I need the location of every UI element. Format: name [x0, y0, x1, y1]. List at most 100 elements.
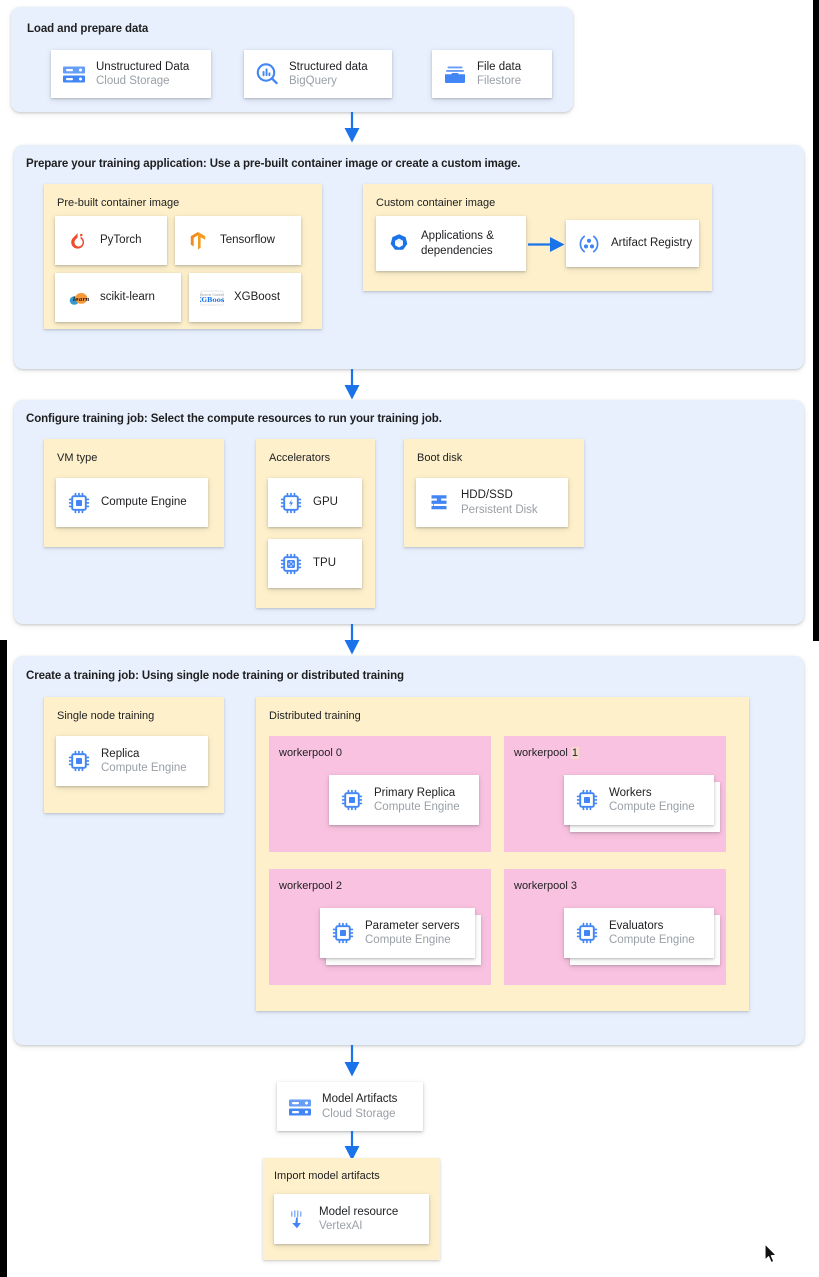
mouse-cursor: [764, 1243, 777, 1264]
card-title: HDD/SSD: [461, 489, 513, 502]
compute-engine-icon: [330, 920, 356, 946]
scikit-learn-icon: [65, 285, 91, 311]
pool-label-prefix: workerpool: [279, 880, 336, 892]
pool-label-prefix: workerpool: [514, 747, 571, 759]
card-gpu[interactable]: GPU: [268, 478, 362, 527]
card-applications-dependencies[interactable]: Applications & dependencies: [376, 216, 526, 271]
bigquery-icon: [254, 61, 280, 87]
card-title: GPU: [313, 496, 338, 509]
card-title: Evaluators: [609, 919, 664, 932]
card-subtitle: Compute Engine: [374, 801, 460, 813]
compute-engine-icon: [66, 748, 92, 774]
stage-title: Prepare your training application: Use a…: [26, 158, 521, 170]
group-pre-built-container-image: Pre-built container image PyTorch Tensor…: [44, 184, 322, 329]
card-title: Artifact Registry: [611, 237, 693, 250]
stage-prepare-training-application: Prepare your training application: Use a…: [14, 145, 804, 369]
compute-engine-icon: [339, 787, 365, 813]
pool-title: workerpool 0: [279, 747, 342, 759]
group-vm-type: VM type Compute Engine: [44, 439, 224, 547]
left-edge-band: [0, 640, 7, 1277]
card-artifact-registry[interactable]: Artifact Registry: [566, 220, 699, 267]
card-title: TPU: [313, 557, 336, 570]
card-subtitle: VertexAI: [319, 1220, 363, 1232]
card-title: Tensorflow: [220, 234, 275, 247]
card-file-data[interactable]: File data Filestore: [432, 50, 552, 98]
card-tensorflow[interactable]: Tensorflow: [175, 216, 301, 265]
group-accelerators: Accelerators GPU TPU: [256, 439, 375, 608]
tpu-icon: [278, 551, 304, 577]
group-title: Pre-built container image: [57, 197, 180, 209]
card-compute-engine[interactable]: Compute Engine: [56, 478, 208, 527]
card-tpu[interactable]: TPU: [268, 539, 362, 588]
card-title: XGBoost: [234, 291, 281, 304]
card-subtitle: Cloud Storage: [322, 1107, 396, 1120]
card-title: Unstructured Data: [96, 60, 190, 73]
card-title: scikit-learn: [100, 291, 155, 304]
pool-title: workerpool 3: [514, 880, 577, 892]
card-title: Structured data: [289, 60, 368, 73]
pool-workerpool-2: workerpool 2 Parameter servers Compute E…: [269, 869, 491, 985]
card-structured-data[interactable]: Structured data BigQuery: [244, 50, 392, 98]
card-unstructured-data[interactable]: Unstructured Data Cloud Storage: [51, 50, 211, 98]
group-title: Import model artifacts: [274, 1170, 380, 1182]
card-parameter-servers[interactable]: Parameter servers Compute Engine: [320, 908, 475, 958]
card-subtitle: Cloud Storage: [96, 75, 170, 87]
pool-workerpool-1: workerpool 1 Workers Compute Engine: [504, 736, 726, 852]
right-edge-band: [813, 0, 819, 641]
pool-label-index-highlighted: 1: [570, 747, 579, 759]
card-subtitle: Compute Engine: [365, 934, 451, 946]
pool-label-prefix: workerpool: [279, 747, 336, 759]
group-title: Single node training: [57, 710, 155, 722]
group-title: Boot disk: [417, 452, 463, 464]
card-model-resource[interactable]: Model resource VertexAI: [274, 1194, 429, 1244]
stage-title: Configure training job: Select the compu…: [26, 413, 442, 425]
arrow-load-to-prepare: [344, 112, 360, 143]
arrow-configure-to-create: [344, 624, 360, 655]
group-title: Custom container image: [376, 197, 496, 209]
applications-dependencies-icon: [386, 231, 412, 257]
group-title: Distributed training: [269, 710, 361, 722]
stage-configure-training-job: Configure training job: Select the compu…: [14, 400, 804, 624]
card-scikit-learn[interactable]: scikit-learn: [55, 273, 181, 322]
group-import-model-artifacts: Import model artifacts Model resource Ve…: [263, 1158, 440, 1260]
card-model-artifacts[interactable]: Model Artifacts Cloud Storage: [277, 1082, 423, 1131]
group-distributed-training: Distributed training workerpool 0 Primar…: [256, 697, 749, 1011]
gpu-icon: [278, 490, 304, 516]
arrow-apps-to-registry: [528, 237, 565, 252]
card-title: Replica: [101, 747, 140, 760]
card-evaluators[interactable]: Evaluators Compute Engine: [564, 908, 714, 958]
compute-engine-icon: [574, 787, 600, 813]
card-replica[interactable]: Replica Compute Engine: [56, 736, 208, 786]
card-xgboost[interactable]: XGBoost: [189, 273, 301, 322]
card-subtitle: Compute Engine: [609, 934, 695, 946]
card-title: Workers: [609, 786, 652, 799]
card-title: Model resource: [319, 1205, 399, 1218]
card-subtitle: Filestore: [477, 75, 522, 87]
arrow-artifacts-to-import: [344, 1131, 360, 1161]
pool-label-index: 0: [335, 747, 342, 759]
arrow-prepare-to-configure: [344, 369, 360, 400]
card-pytorch[interactable]: PyTorch: [55, 216, 167, 265]
group-title: Accelerators: [269, 452, 331, 464]
card-workers[interactable]: Workers Compute Engine: [564, 775, 714, 825]
stage-title: Create a training job: Using single node…: [26, 670, 404, 682]
card-title: Model Artifacts: [322, 1093, 398, 1106]
pool-workerpool-3: workerpool 3 Evaluators Compute Engine: [504, 869, 726, 985]
stage-create-training-job: Create a training job: Using single node…: [14, 656, 804, 1045]
card-hdd-ssd[interactable]: HDD/SSD Persistent Disk: [416, 478, 568, 527]
group-custom-container-image: Custom container image Applications & de…: [363, 184, 712, 291]
pool-title: workerpool 1: [514, 747, 579, 759]
card-title: PyTorch: [100, 234, 142, 247]
xgboost-icon: [199, 285, 225, 311]
pytorch-icon: [65, 228, 91, 254]
persistent-disk-icon: [426, 490, 452, 516]
group-title: VM type: [57, 452, 98, 464]
pool-label-index: 2: [335, 880, 342, 892]
pool-title: workerpool 2: [279, 880, 342, 892]
card-primary-replica[interactable]: Primary Replica Compute Engine: [329, 775, 479, 825]
pool-label-index: 3: [570, 880, 577, 892]
pool-label-prefix: workerpool: [514, 880, 571, 892]
card-title: File data: [477, 60, 522, 73]
cloud-storage-icon: [287, 1094, 313, 1120]
card-title: Applications & dependencies: [421, 230, 494, 257]
